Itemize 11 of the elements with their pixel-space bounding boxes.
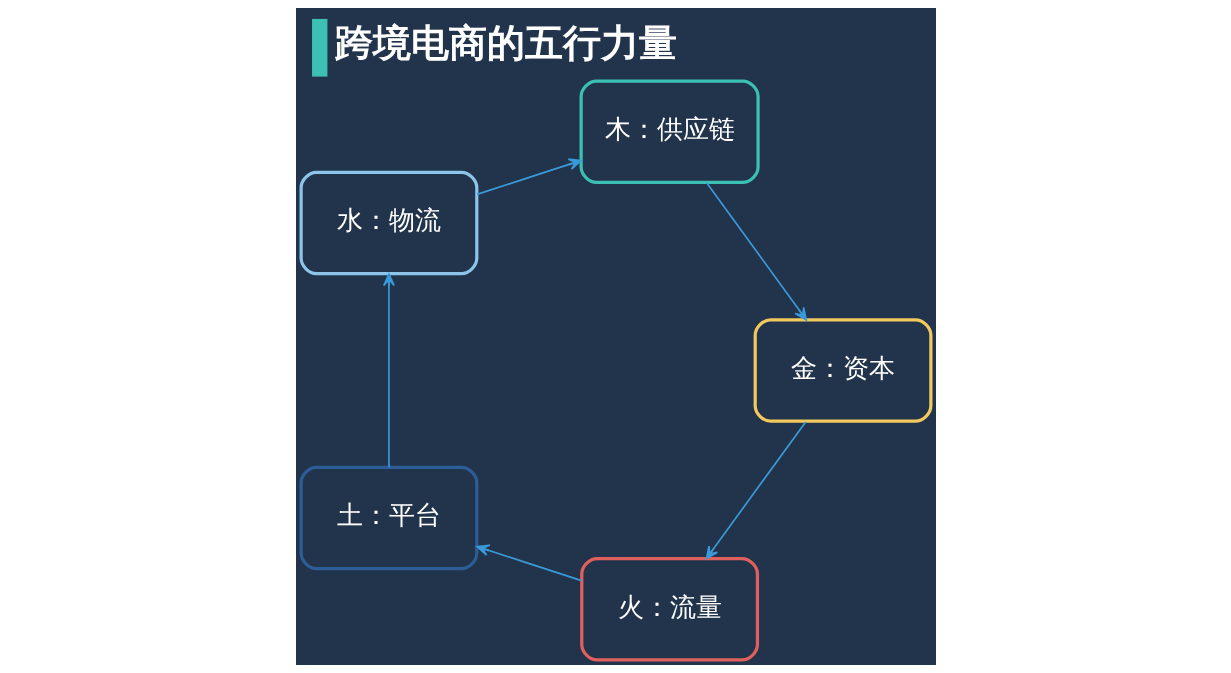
arrow (382, 273, 395, 469)
arrow (475, 158, 582, 196)
node-box: 土：平台 (299, 465, 478, 571)
arrow (705, 182, 807, 321)
node-box: 水：物流 (299, 170, 478, 276)
node-box: 木：供应链 (579, 79, 760, 184)
node-box: 火：流量 (579, 556, 759, 662)
arrow (475, 544, 582, 582)
node-box: 金：资本 (753, 318, 932, 423)
arrow (705, 420, 807, 560)
diagram-title: 跨境电商的五行力量 (334, 20, 677, 66)
